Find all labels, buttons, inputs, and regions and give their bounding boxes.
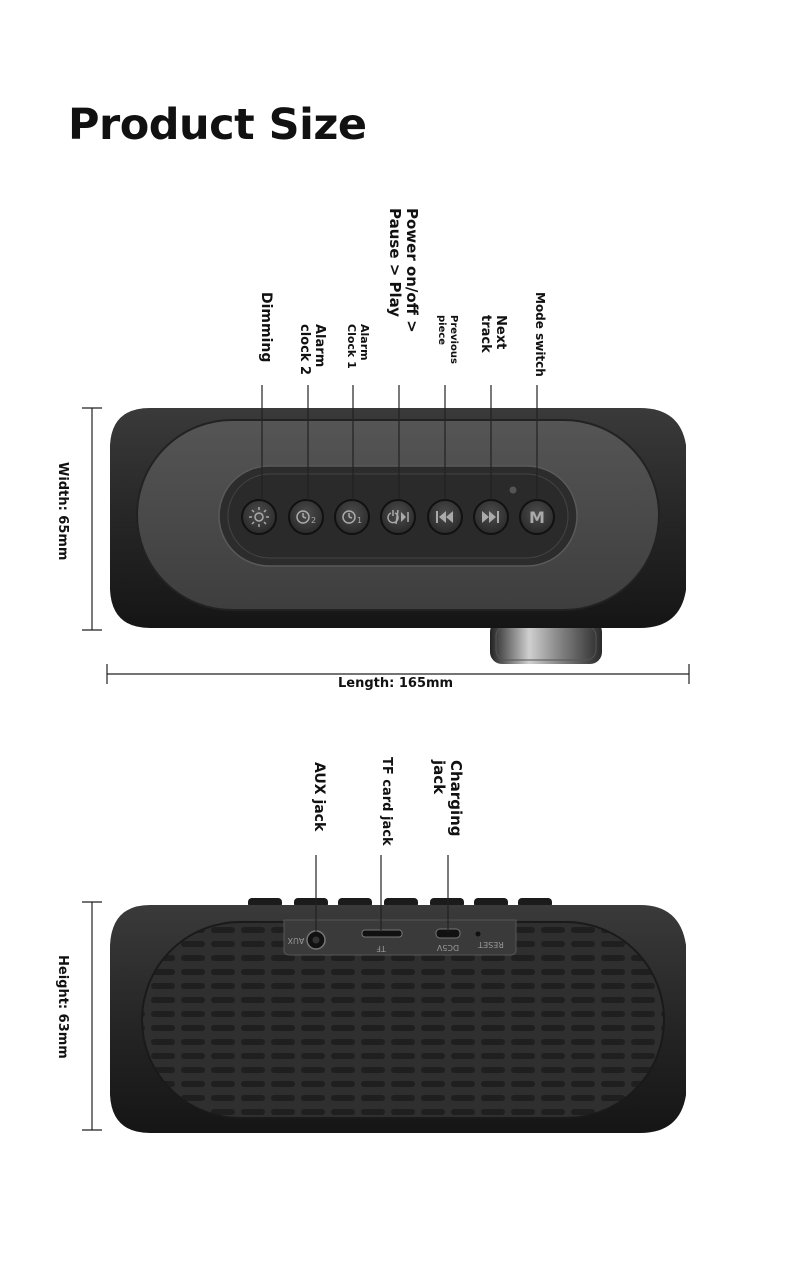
label-tf-card-jack: TF card jack [379,757,394,846]
sun-icon [249,507,269,527]
label-mode-switch: Mode switch [533,292,547,377]
aux-mark: AUX [287,936,304,945]
width-label: Width: 65mm [55,462,70,561]
label-power: Power on/off >Pause > Play [385,208,421,333]
reset-hole[interactable] [475,931,481,937]
page-title: Product Size [68,100,367,150]
button-previous[interactable] [427,499,463,535]
button-mode[interactable]: M [519,499,555,535]
tf-mark: TF [376,944,387,953]
svg-text:1: 1 [357,516,362,525]
width-dimension-line [82,407,102,631]
button-dimming[interactable] [241,499,277,535]
dc-mark: DC5V [436,943,459,952]
svg-text:2: 2 [311,516,316,525]
height-dimension-line [82,901,102,1131]
height-label: Height: 63mm [55,955,70,1059]
leader-lines-back [315,855,449,932]
tf-card-slot[interactable] [361,929,403,938]
previous-track-icon [436,511,453,523]
mode-m-icon: M [529,508,545,527]
alarm-clock-1-icon: 1 [342,510,362,525]
next-track-icon [482,511,499,523]
length-label: Length: 165mm [338,676,454,691]
aux-port[interactable] [306,930,326,950]
label-dimming: Dimming [258,292,274,363]
power-play-pause-icon [387,509,409,525]
label-aux-jack: AUX jack [311,762,327,832]
button-next[interactable] [473,499,509,535]
reset-mark: RESET [478,940,504,949]
port-panel [283,919,517,956]
button-power-play-pause[interactable] [380,499,416,535]
length-dimension-line [106,664,690,684]
button-alarm-clock-1[interactable]: 1 [334,499,370,535]
leader-lines-top [261,385,538,500]
button-alarm-clock-2[interactable]: 2 [288,499,324,535]
alarm-clock-2-icon: 2 [296,510,316,525]
